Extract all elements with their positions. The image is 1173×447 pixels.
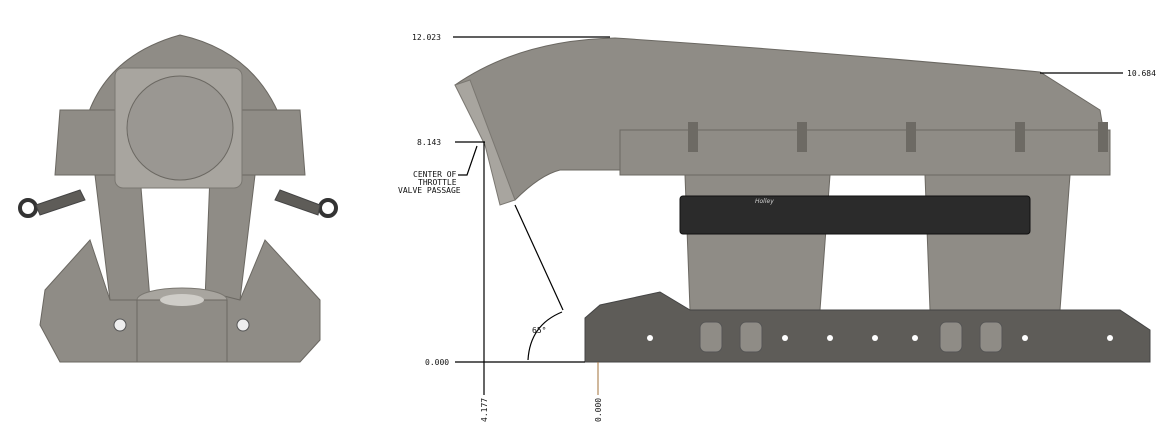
- lifting-eye-left: [18, 198, 38, 218]
- dim-angle: 65°: [532, 326, 546, 335]
- fuel-rail-brand: Holley: [755, 198, 774, 205]
- lifting-eye-right: [318, 198, 338, 218]
- dim-top-left: 12.023: [412, 33, 441, 42]
- dim-vertical-offset: 4.177: [480, 398, 489, 422]
- annotation-line-2: THROTTLE: [418, 178, 457, 187]
- dim-baseline: 0.000: [425, 358, 449, 367]
- dim-top-right: 10.684: [1127, 69, 1156, 78]
- front-view-manifold: [18, 34, 338, 363]
- annotation-line-1: CENTER OF: [413, 170, 457, 179]
- dim-vertical-zero: 0.000: [594, 398, 603, 422]
- dim-throttle-center: 8.143: [417, 138, 441, 147]
- annotation-line-3: VALVE PASSAGE: [398, 186, 461, 195]
- fuel-rail: [679, 195, 1031, 235]
- side-view-manifold: [454, 37, 1151, 363]
- dimension-lines: [453, 36, 1123, 395]
